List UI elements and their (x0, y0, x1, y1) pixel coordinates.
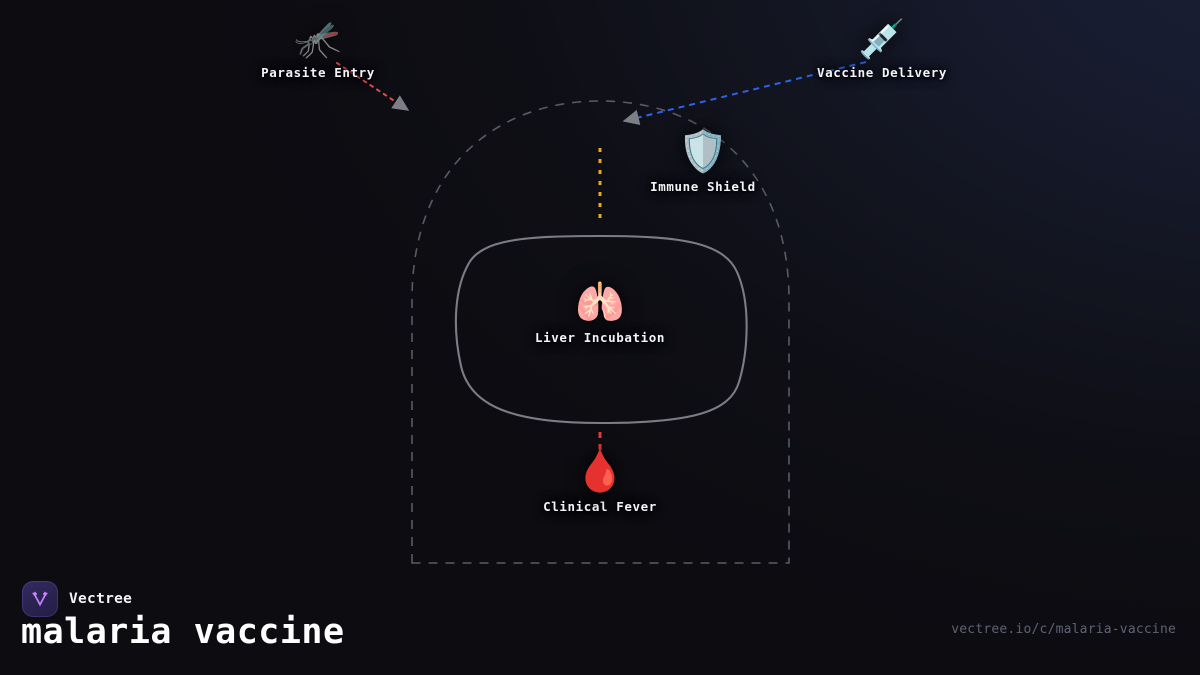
mosquito-icon: 🦟 (294, 17, 342, 61)
page-title: malaria vaccine (21, 612, 345, 652)
node-immune-shield[interactable]: 🛡️ Immune Shield (650, 132, 756, 194)
syringe-icon: 💉 (858, 17, 906, 61)
node-label-immune-shield: Immune Shield (650, 179, 756, 194)
vectree-logo-icon (22, 581, 58, 617)
blood-drop-icon: 🩸 (575, 449, 625, 495)
brand-name: Vectree (69, 591, 133, 607)
node-parasite-entry[interactable]: 🦟 Parasite Entry (261, 20, 375, 80)
node-label-clinical-fever: Clinical Fever (543, 499, 657, 514)
footer-bar: Vectree malaria vaccine vectree.io/c/mal… (0, 563, 1200, 675)
node-label-liver-incubation: Liver Incubation (534, 330, 666, 345)
brand-row[interactable]: Vectree (22, 581, 132, 617)
footer-url: vectree.io/c/malaria-vaccine (951, 622, 1176, 637)
node-liver-incubation[interactable]: 🫁 Liver Incubation (535, 283, 665, 345)
shield-icon: 🛡️ (678, 129, 728, 175)
node-label-parasite-entry: Parasite Entry (261, 65, 375, 80)
node-label-vaccine-delivery: Vaccine Delivery (816, 65, 948, 80)
node-clinical-fever[interactable]: 🩸 Clinical Fever (543, 452, 657, 514)
node-vaccine-delivery[interactable]: 💉 Vaccine Delivery (817, 20, 947, 80)
lungs-icon: 🫁 (575, 280, 625, 326)
